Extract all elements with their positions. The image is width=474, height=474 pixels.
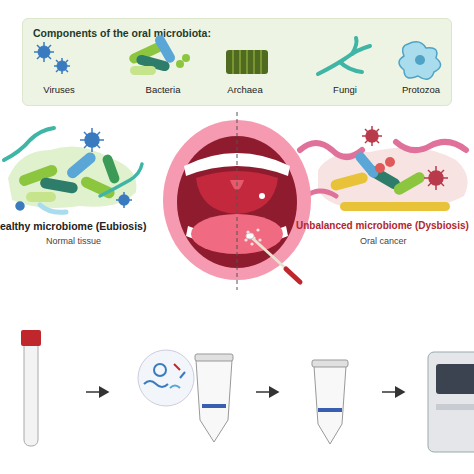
sequencer <box>428 352 474 452</box>
component-name: Archaea <box>213 85 277 96</box>
box-heading: Components of the oral microbiota: <box>33 27 211 39</box>
box-text-layer: Components of the oral microbiota: Viruse… <box>23 19 453 107</box>
component-box: Components of the oral microbiota: Viruse… <box>22 18 452 106</box>
archaea-icon <box>226 50 268 74</box>
bacteria-icon <box>128 34 190 75</box>
mouth-illustration <box>163 112 311 290</box>
state-note: Oral cancer <box>360 236 407 246</box>
state-note: Normal tissue <box>46 236 101 246</box>
state-heading: Unbalanced microbiome (Dysbiosis) <box>296 220 469 232</box>
state-heading: ealthy microbiome (Eubiosis) <box>0 220 146 232</box>
dna-tube <box>312 360 348 444</box>
fungi-icon <box>318 38 370 74</box>
workflow-arrow <box>382 391 404 393</box>
workflow-arrow <box>256 391 278 393</box>
component-name: Protozoa <box>389 85 453 96</box>
sample-tube <box>21 330 41 446</box>
component-name: Fungi <box>313 85 377 96</box>
extraction-illustration <box>138 350 233 442</box>
component-name: Bacteria <box>131 85 195 96</box>
protozoa-icon <box>399 42 441 79</box>
component-name: Viruses <box>27 85 91 96</box>
virus-icon <box>34 42 70 74</box>
dysbiosis-cluster <box>300 126 468 211</box>
eubiosis-cluster <box>4 128 142 212</box>
workflow-arrow <box>86 391 108 393</box>
